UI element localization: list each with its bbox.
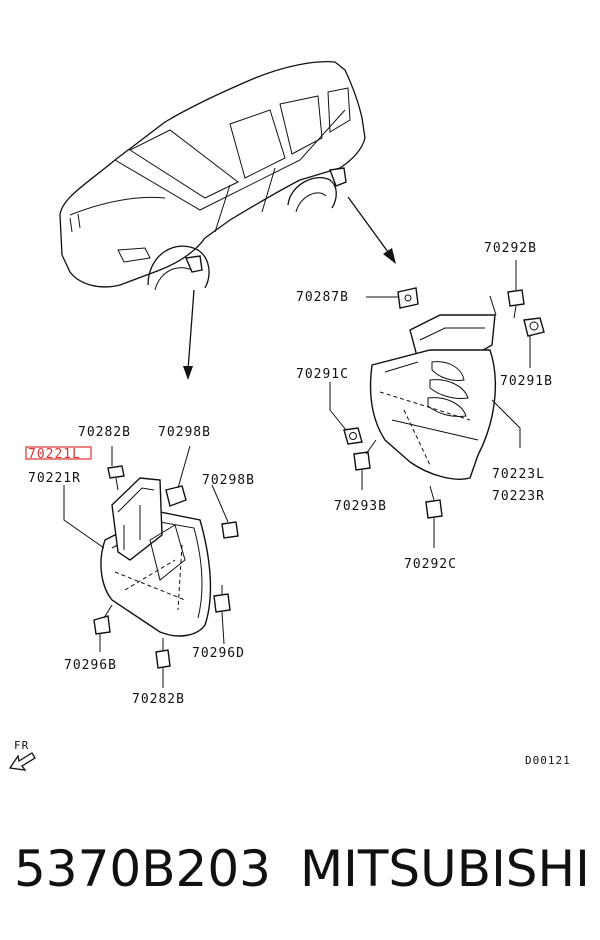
direction-arrow-icon (8, 752, 36, 771)
screw-70292b (507, 289, 525, 319)
clip-70291c (343, 427, 363, 445)
label-70221l: 70221L (28, 447, 81, 462)
diagram-code: D00121 (525, 754, 571, 767)
label-70298b-top: 70298B (158, 425, 211, 440)
clip-70287b (397, 287, 419, 309)
direction-label: FR (14, 739, 29, 752)
label-70291b: 70291B (500, 374, 553, 389)
label-70292b: 70292B (484, 241, 537, 256)
label-70223r: 70223R (492, 489, 545, 504)
front-direction-indicator: FR (8, 739, 36, 771)
rear-mudflap-assembly (329, 260, 545, 548)
label-70287b: 70287B (296, 290, 349, 305)
label-70291c: 70291C (296, 367, 349, 382)
label-70293b: 70293B (334, 499, 387, 514)
vehicle-illustration (59, 60, 366, 291)
rear-arrow (347, 196, 396, 264)
label-70298b-right: 70298B (202, 473, 255, 488)
screw-70296b (93, 604, 113, 635)
part-number: 5370B203 (14, 840, 271, 898)
brand-name: MITSUBISHI (300, 840, 590, 898)
front-arrow (183, 289, 195, 380)
label-70223l: 70223L (492, 467, 545, 482)
label-70221r: 70221R (28, 471, 81, 486)
label-70282b-bottom: 70282B (132, 692, 185, 707)
highlight-box (25, 446, 92, 460)
front-mudflap-assembly (63, 445, 239, 688)
clip-70298b-top (165, 485, 187, 507)
clip-70291b (523, 317, 545, 337)
label-70292c: 70292C (404, 557, 457, 572)
screw-70296d (213, 585, 231, 613)
screw-70292c (425, 485, 443, 519)
label-70296b: 70296B (64, 658, 117, 673)
label-70282b-top: 70282B (78, 425, 131, 440)
clip-70282b-top (107, 465, 125, 491)
screw-70282b-bottom (155, 638, 171, 669)
screw-70293b (353, 439, 377, 471)
label-70296d: 70296D (192, 646, 245, 661)
nut-70298b-right (221, 521, 239, 539)
